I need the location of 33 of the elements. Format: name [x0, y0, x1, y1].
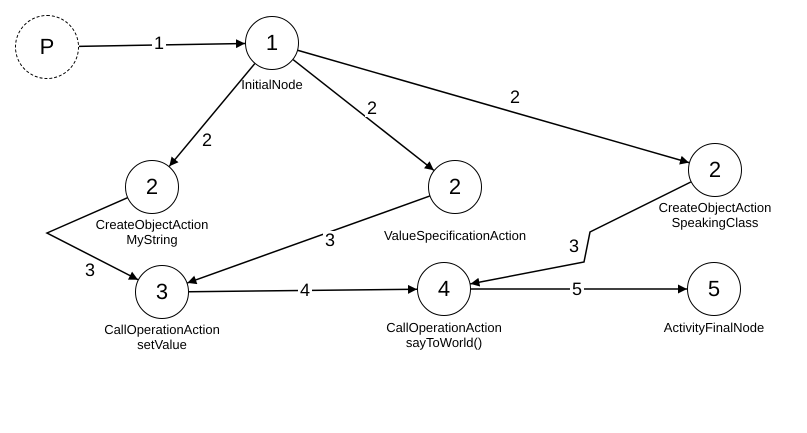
node-caption: ValueSpecificationAction — [382, 228, 528, 243]
circle-node: 2 — [428, 160, 482, 214]
arrow — [470, 181, 692, 287]
circle-node: 4 — [417, 262, 471, 316]
node-caption: InitialNode — [240, 77, 304, 92]
edge-label: 2 — [200, 131, 214, 149]
edge-label: 3 — [83, 261, 97, 279]
edge-label: 2 — [365, 99, 379, 117]
node-caption: CallOperationAction sayToWorld() — [385, 320, 503, 350]
arrow — [168, 63, 256, 167]
edge-label: 1 — [152, 34, 166, 52]
node-caption: CreateObjectAction SpeakingClass — [658, 200, 772, 230]
circle-node: 5 — [687, 262, 741, 316]
circle-node: 2 — [125, 160, 179, 214]
node-caption: CreateObjectAction MyString — [94, 217, 210, 247]
arrow — [45, 197, 138, 280]
circle-node: 2 — [688, 143, 742, 197]
node-caption: CallOperationAction setValue — [103, 322, 221, 352]
arrow — [189, 284, 417, 294]
edge-label: 3 — [567, 237, 581, 255]
edge-label: 3 — [323, 231, 337, 249]
arrow — [78, 39, 246, 48]
edge-label: 2 — [508, 88, 522, 106]
arrow — [187, 195, 430, 284]
circle-node: 1 — [245, 16, 299, 70]
circle-node: 3 — [135, 265, 189, 319]
node-caption: ActivityFinalNode — [662, 320, 766, 335]
edge-label: 4 — [298, 281, 312, 299]
dashed-circle-node: P — [15, 15, 79, 79]
edge-label: 5 — [570, 280, 584, 298]
arrow — [292, 59, 434, 171]
arrow — [471, 284, 687, 294]
arrow — [298, 50, 690, 164]
